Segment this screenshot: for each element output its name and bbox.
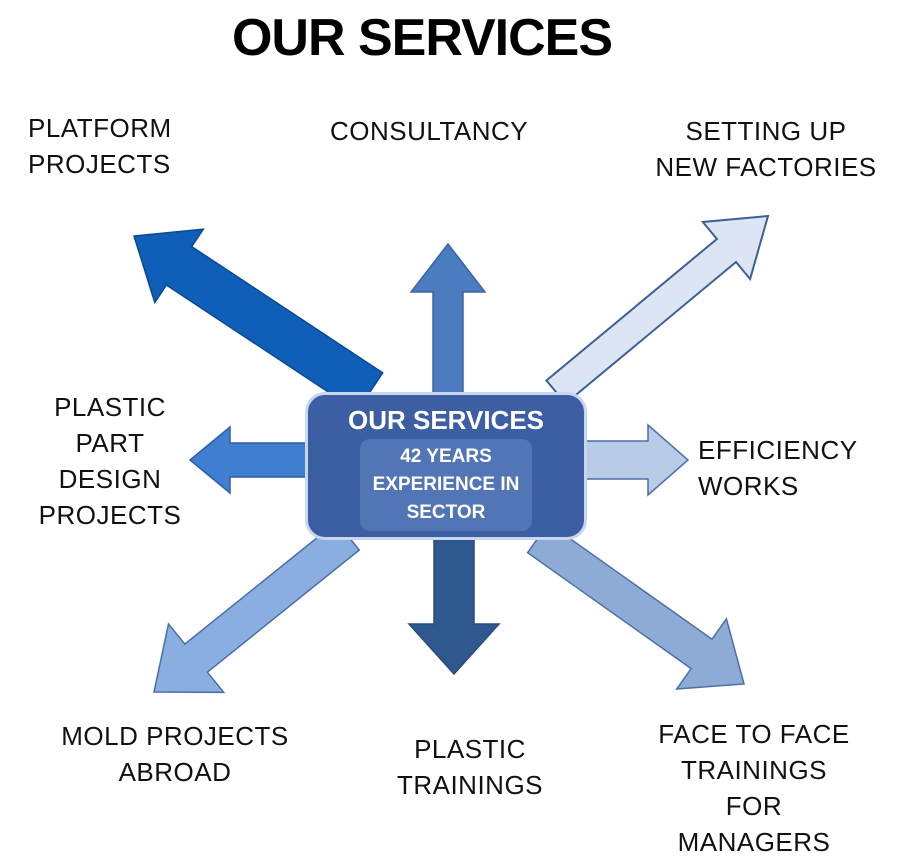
label-line: PLASTIC: [54, 392, 166, 422]
label-line: EFFICIENCY: [698, 435, 858, 465]
label-line: CONSULTANCY: [330, 116, 529, 146]
label-consultancy: CONSULTANCY: [330, 113, 528, 149]
label-line: PART: [75, 428, 145, 458]
label-face-to-face-trainings: FACE TO FACE TRAININGS FOR MANAGERS: [640, 716, 868, 860]
page-title: OUR SERVICES: [231, 9, 613, 67]
label-line: MANAGERS: [677, 827, 831, 857]
label-line: PLATFORM: [28, 113, 172, 143]
label-line: WORKS: [698, 471, 799, 501]
label-line: TRAININGS: [680, 755, 828, 785]
label-mold-projects-abroad: MOLD PROJECTS ABROAD: [44, 718, 306, 790]
label-plastic-trainings: PLASTIC TRAININGS: [386, 731, 554, 803]
hub-subtitle-line: 42 YEARS: [400, 446, 492, 467]
label-line: FOR: [725, 791, 783, 821]
label-plastic-part-design: PLASTIC PART DESIGN PROJECTS: [26, 389, 194, 533]
arrow-mold-projects-abroad: [153, 520, 361, 694]
label-line: NEW FACTORIES: [655, 152, 877, 182]
arrow-setting-up-factories: [544, 214, 770, 405]
label-line: TRAININGS: [396, 770, 544, 800]
hub-subtitle-box: 42 YEARS EXPERIENCE IN SECTOR: [360, 439, 532, 531]
label-setting-up-factories: SETTING UP NEW FACTORIES: [638, 113, 894, 185]
arrow-platform-projects: [133, 228, 384, 413]
central-hub: OUR SERVICES 42 YEARS EXPERIENCE IN SECT…: [305, 392, 587, 540]
arrow-consultancy: [409, 242, 487, 399]
label-line: FACE TO FACE: [658, 719, 850, 749]
label-platform-projects: PLATFORM PROJECTS: [28, 110, 172, 182]
arrow-face-to-face-trainings: [526, 522, 745, 690]
label-line: PROJECTS: [38, 500, 182, 530]
arrow-plastic-trainings: [407, 535, 501, 676]
label-line: SETTING UP: [685, 116, 847, 146]
label-efficiency-works: EFFICIENCY WORKS: [698, 432, 858, 504]
label-line: DESIGN: [58, 464, 162, 494]
hub-subtitle-line: SECTOR: [406, 502, 486, 523]
arrow-plastic-part-design: [188, 425, 311, 495]
label-line: PROJECTS: [28, 149, 171, 179]
label-line: MOLD PROJECTS: [61, 721, 289, 751]
hub-subtitle-line: EXPERIENCE IN: [372, 474, 520, 495]
label-line: PLASTIC: [414, 734, 526, 764]
hub-title: OUR SERVICES: [347, 405, 544, 435]
label-line: ABROAD: [118, 757, 232, 787]
arrow-efficiency-works: [585, 423, 690, 497]
